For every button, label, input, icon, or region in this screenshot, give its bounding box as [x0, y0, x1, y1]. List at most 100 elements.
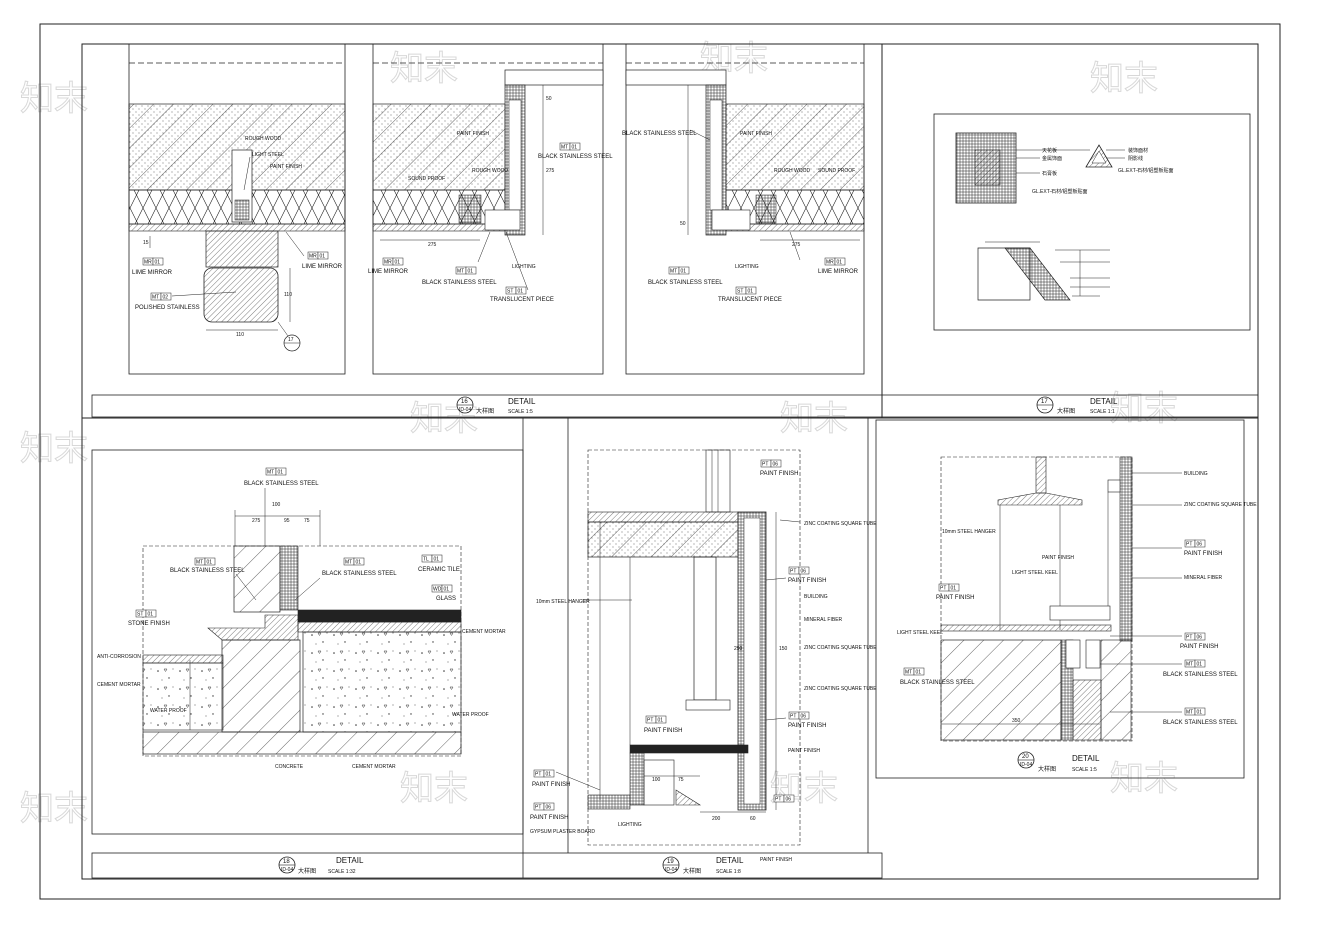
callout-label: 阴影线: [1128, 155, 1143, 162]
material-tag: PT: [775, 797, 781, 803]
callout-label: LIME MIRROR: [302, 264, 343, 270]
callout-label: BUILDING: [1184, 471, 1208, 477]
sheet-ref: ID-04: [281, 867, 293, 873]
callout-label: PAINT FINISH: [1042, 555, 1074, 561]
callout-label: BUILDING: [804, 594, 828, 600]
detail-subtitle: 大样图: [476, 407, 494, 415]
callout-label: BLACK STAINLESS STEEL: [1163, 720, 1238, 726]
watermark-text: 知末: [780, 400, 848, 438]
material-tag-number: 01: [207, 560, 213, 566]
callout-label: 10mm STEEL HANGER: [942, 529, 996, 535]
material-tag: PT: [940, 586, 946, 592]
callout-label: PAINT FINISH: [760, 857, 792, 863]
callout-label: ZINC COATING SQUARE TUBE: [804, 645, 877, 651]
callout-label: PAINT FINISH: [760, 471, 798, 477]
callout-label: CEMENT MORTAR: [462, 629, 506, 635]
dim-label: 100: [652, 777, 661, 783]
material-tag-number: 06: [801, 569, 807, 575]
dim-label: 50: [546, 96, 552, 102]
callout-label: CEMENT MORTAR: [352, 764, 396, 770]
watermark-text: 知末: [400, 770, 468, 808]
dim-label: 75: [304, 518, 310, 524]
callout-label: SOUND PROOF: [408, 176, 445, 182]
material-tag: ST: [137, 612, 143, 618]
detail-title: DETAIL: [508, 397, 536, 406]
callout-label: ROUGH WOOD: [245, 136, 281, 142]
watermark-text: 知末: [20, 790, 88, 828]
material-tag: MR: [144, 260, 152, 266]
callout-label: ROUGH WOOD: [774, 168, 810, 174]
watermark-layer: 知末 知末 知末 知末 知末 知末 知末 知末 知末 知末 知末 知末: [20, 40, 1179, 829]
material-tag-number: 06: [801, 714, 807, 720]
detail-scale: SCALE 1:32: [328, 869, 356, 875]
material-tag-number: 01: [148, 612, 154, 618]
material-tag: ST: [737, 289, 743, 295]
callout-label: LIGHTING: [618, 822, 642, 828]
callout-label: TRANSLUCENT PIECE: [718, 297, 782, 303]
detail-number: 18: [283, 859, 290, 865]
callout-label: BLACK STAINLESS STEEL: [622, 131, 697, 137]
callout-label: LIGHTING: [735, 264, 759, 270]
dim-label: 110: [236, 332, 244, 338]
material-tag-number: 01: [748, 289, 754, 295]
material-tag: MR: [384, 260, 392, 266]
detail-subtitle: 大样图: [298, 867, 316, 875]
detail-number: 19: [667, 859, 674, 865]
watermark-text: 知末: [1110, 390, 1178, 428]
detail-title: DETAIL: [336, 856, 364, 865]
dim-label: 275: [252, 518, 261, 524]
callout-label: MINERAL FIBER: [804, 617, 843, 623]
material-tag-number: 01: [356, 560, 362, 566]
material-tag: PT: [535, 805, 541, 811]
callout-label: PAINT FINISH: [740, 131, 772, 137]
detail-16: 15 110 110 MR 01 LIME MIRROR MT 02 POLIS…: [91, 43, 883, 418]
callout-label: BLACK STAINLESS STEEL: [244, 481, 319, 487]
watermark-text: 知末: [20, 430, 88, 468]
detail-number: 17: [1041, 399, 1048, 405]
callout-label: WATER PROOF: [150, 708, 187, 714]
material-tag-number: 01: [444, 587, 450, 593]
callout-label: LIGHT STEEL KEEL: [1012, 570, 1058, 576]
material-tag-number: 01: [395, 260, 401, 266]
detail-20: 350 BUILDING ZINC COATING SQUARE TUBE PT…: [875, 419, 1257, 779]
dim-label: 95: [284, 518, 290, 524]
callout-label: LIME MIRROR: [368, 269, 409, 275]
callout-label: PAINT FINISH: [1180, 644, 1218, 650]
callout-label: PAINT FINISH: [457, 131, 489, 137]
sheet-ref: ID-04: [665, 867, 677, 873]
material-tag: PT: [535, 772, 541, 778]
callout-label: CONCRETE: [275, 764, 304, 770]
material-tag-number: 01: [1197, 662, 1203, 668]
callout-label: PAINT FINISH: [1184, 551, 1222, 557]
material-tag: PT: [790, 714, 796, 720]
material-tag-number: 06: [773, 462, 779, 468]
section-mark: 17: [288, 337, 294, 343]
detail-title: DETAIL: [716, 856, 744, 865]
dim-label: 275: [428, 242, 437, 248]
detail-subtitle: 大样图: [1038, 765, 1056, 773]
material-tag: PT: [1186, 635, 1192, 641]
detail-scale: SCALE 1:5: [508, 409, 533, 415]
dim-label: 100: [272, 502, 281, 508]
callout-label: LIGHT STEEL: [252, 152, 284, 158]
callout-label: LIGHT STEEL KEEL: [897, 630, 943, 636]
material-tag: MT: [267, 470, 274, 476]
callout-label: 10mm STEEL HANGER: [536, 599, 590, 605]
detail-16-middle: 275 50 275 MR 01 LIME MIRROR MT 01 BLACK…: [368, 43, 613, 375]
detail-title: DETAIL: [1072, 754, 1100, 763]
callout-label: PAINT FINISH: [788, 748, 820, 754]
material-tag-number: 01: [658, 718, 664, 724]
detail-scale: SCALE 1:8: [716, 869, 741, 875]
callout-label: GYPSUM PLASTER BOARD: [530, 829, 595, 835]
material-tag-number: 01: [572, 145, 578, 151]
material-tag-number: 01: [320, 254, 326, 260]
material-tag: MT: [196, 560, 203, 566]
dim-label: 15: [143, 240, 149, 246]
callout-label: LIGHTING: [512, 264, 536, 270]
material-tag-number: 01: [546, 772, 552, 778]
material-tag: MT: [561, 145, 568, 151]
callout-label: PAINT FINISH: [788, 578, 826, 584]
material-tag: PT: [762, 462, 768, 468]
detail-17: 天花板 金属饰面 石膏板 GL.EXT-石材/铝塑板贴面 装饰面材 阴影线 GL…: [933, 113, 1251, 331]
